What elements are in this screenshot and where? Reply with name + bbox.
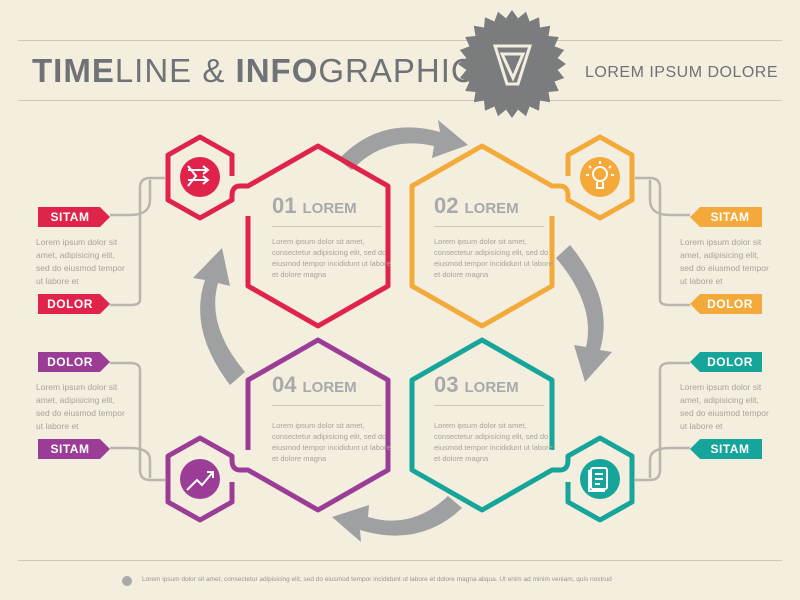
side-text-right-top: Lorem ipsum dolor sit amet, adipisicing … (680, 237, 769, 286)
step-03-heading: 03 LOREM (434, 372, 519, 398)
side-text-left-top: Lorem ipsum dolor sit amet, adipisicing … (36, 237, 125, 286)
connector-right-bottom (635, 361, 690, 482)
step-label: LOREM (464, 379, 519, 396)
footer-rule (18, 560, 782, 561)
step-04-rule (272, 405, 382, 406)
top-rule (18, 40, 782, 41)
tag-left-sitam: SITAM (38, 207, 110, 227)
arrow-bottom-icon (332, 496, 462, 542)
title-light-line: LINE & (114, 52, 236, 89)
hexagon-step-04 (165, 337, 391, 523)
step-label: LOREM (302, 379, 357, 396)
hexagon-step-03 (409, 337, 635, 523)
footer-text: Lorem ipsum dolor sit amet, consectetur … (142, 576, 612, 583)
page-subtitle: LOREM IPSUM DOLORE (585, 64, 779, 81)
step-04-heading: 04 LOREM (272, 372, 357, 398)
side-text-left-bottom: Lorem ipsum dolor sit amet, adipisicing … (36, 382, 125, 431)
step-label: LOREM (464, 200, 519, 217)
step-01-text: Lorem ipsum dolor sit amet, consectetur … (272, 237, 391, 279)
tag-right-bottom-sitam: SITAM (690, 439, 762, 459)
step-03-text: Lorem ipsum dolor sit amet, consectetur … (434, 421, 553, 463)
tag-right-sitam: SITAM (690, 207, 762, 227)
arrow-top-icon (338, 120, 468, 170)
tag-right-bottom-dolor: DOLOR (690, 352, 762, 372)
document-icon (580, 459, 620, 499)
step-03-rule (434, 405, 544, 406)
chart-up-icon (180, 459, 220, 499)
step-04-text: Lorem ipsum dolor sit amet, consectetur … (272, 421, 391, 463)
arrow-right-icon (556, 245, 612, 382)
footer-bullet (122, 576, 132, 586)
connector-right-top (635, 176, 690, 307)
step-number: 01 (272, 193, 297, 218)
emblem-seal-icon (458, 10, 566, 118)
tag-left-bottom-dolor: DOLOR (38, 352, 110, 372)
lightbulb-icon (580, 157, 620, 197)
title-bold-info: INFO (235, 52, 319, 89)
hexagon-step-02 (409, 134, 635, 329)
header-rule (18, 100, 782, 101)
hexagon-step-01 (165, 134, 391, 329)
tag-left-dolor: DOLOR (38, 294, 110, 314)
tag-right-dolor: DOLOR (690, 294, 762, 314)
step-label: LOREM (302, 200, 357, 217)
step-02-text: Lorem ipsum dolor sit amet, consectetur … (434, 237, 553, 279)
side-text-right-bottom: Lorem ipsum dolor sit amet, adipisicing … (680, 382, 769, 431)
step-number: 02 (434, 193, 459, 218)
arrows-icon (180, 157, 220, 197)
cycle-arrows (193, 120, 612, 542)
title-bold-time: TIME (32, 52, 115, 89)
step-02-heading: 02 LOREM (434, 193, 519, 219)
step-01-rule (272, 226, 382, 227)
step-02-rule (434, 226, 544, 227)
connector-left-top (110, 176, 165, 307)
step-number: 03 (434, 372, 459, 397)
arrow-left-icon (193, 248, 245, 385)
step-number: 04 (272, 372, 297, 397)
step-01-heading: 01 LOREM (272, 193, 357, 219)
tag-left-bottom-sitam: SITAM (38, 439, 110, 459)
connector-left-bottom (110, 361, 165, 482)
